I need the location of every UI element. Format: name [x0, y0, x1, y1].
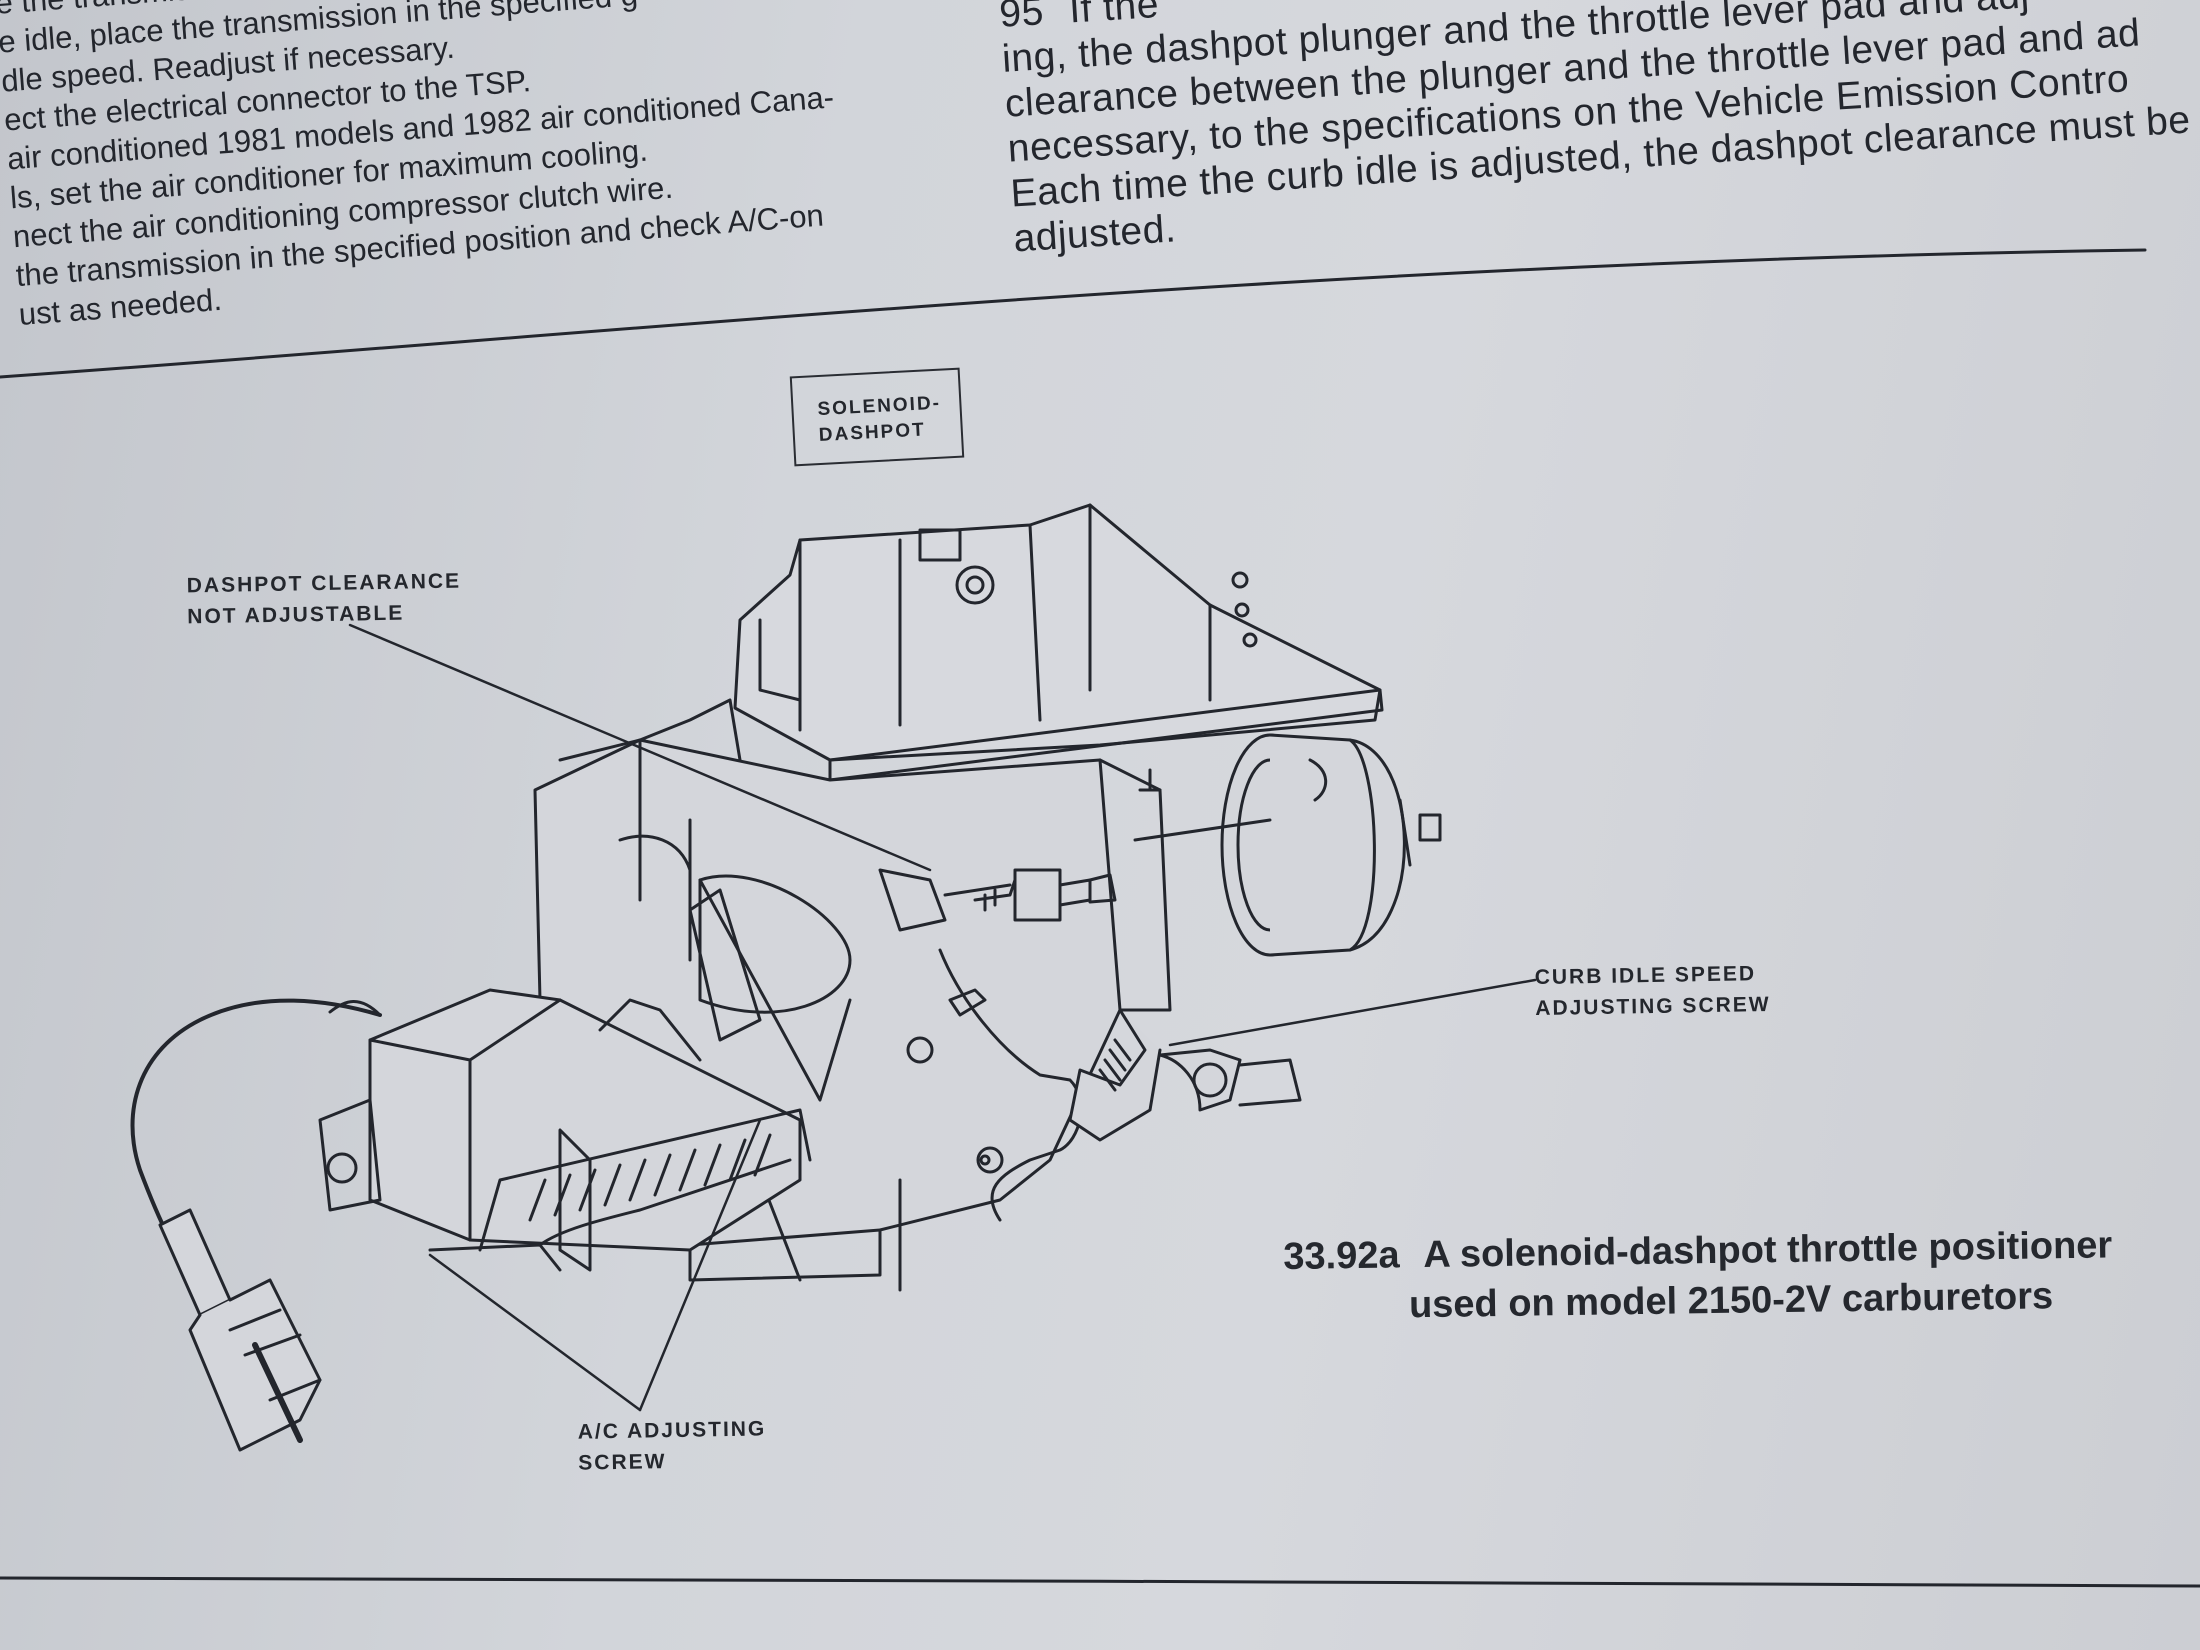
- dashpot-clearance-label: DASHPOT CLEARANCE NOT ADJUSTABLE: [186, 569, 462, 629]
- top-rule: [0, 248, 2147, 379]
- curb-idle-label: CURB IDLE SPEED ADJUSTING SCREW: [1534, 962, 1771, 1021]
- solenoid-dashpot-tag: SOLENOID- DASHPOT: [789, 367, 965, 467]
- ac-adjusting-label: A/C ADJUSTING SCREW: [577, 1417, 767, 1475]
- figure-number: 33.92a: [1283, 1234, 1400, 1278]
- solenoid-spring: [478, 1108, 812, 1252]
- caption-line-1: A solenoid-dashpot throttle positioner: [1423, 1224, 2113, 1277]
- bottom-rule: [0, 1576, 2200, 1588]
- curb-idle-screw: [1068, 1008, 1162, 1142]
- leader-dashpot-clearance: [348, 623, 932, 872]
- leader-ac-screw-2: [428, 1253, 642, 1412]
- solenoid-dashpot-label: SOLENOID- DASHPOT: [816, 392, 942, 447]
- wire: [130, 998, 382, 1242]
- figure-caption: 33.92a A solenoid-dashpot throttle positi…: [1283, 1220, 2113, 1332]
- leader-ac-screw-1: [638, 1118, 762, 1412]
- air-horn: [733, 503, 1382, 762]
- leader-curb-idle: [1168, 978, 1537, 1047]
